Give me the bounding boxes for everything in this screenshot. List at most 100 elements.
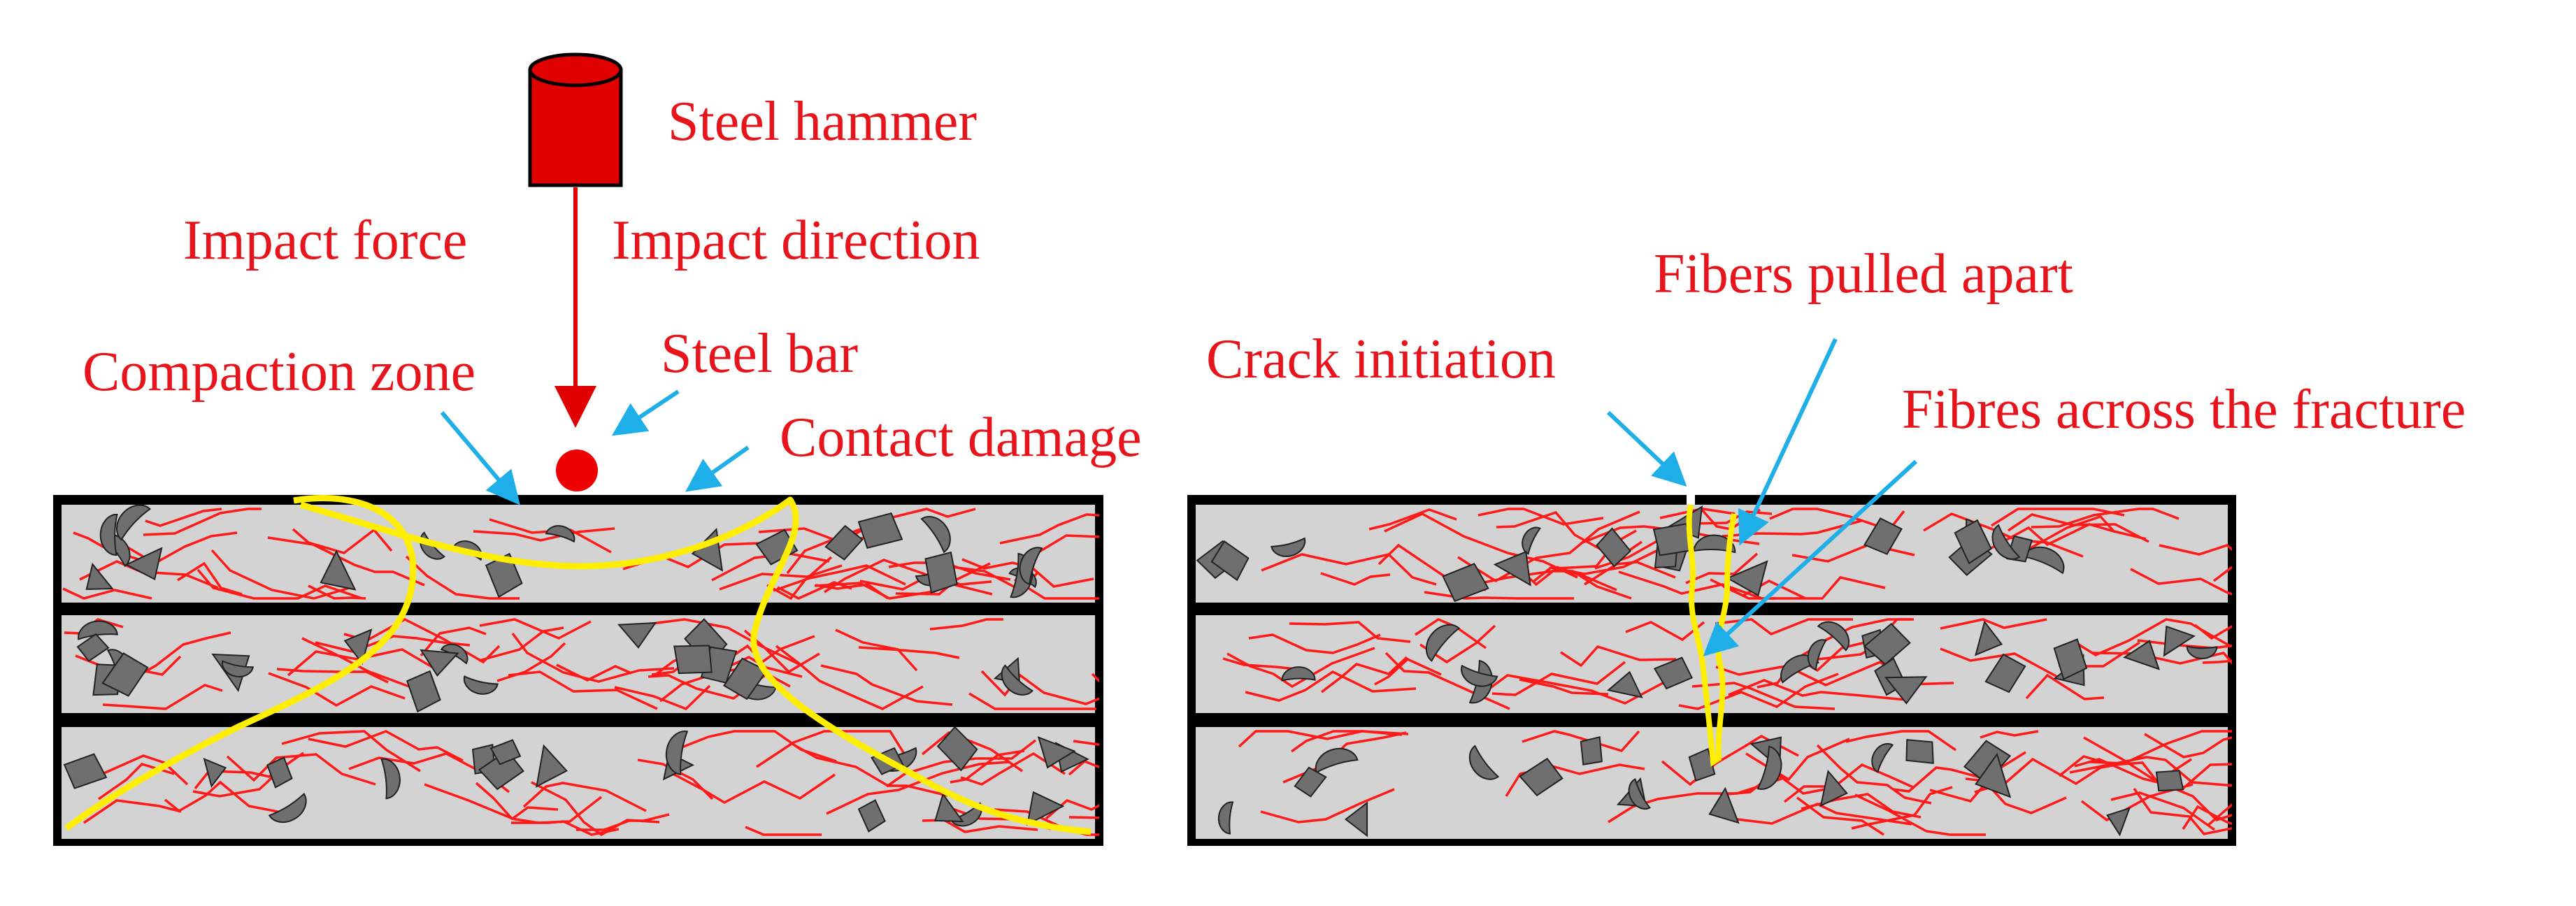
fiber: [614, 684, 711, 711]
fiber: [1068, 816, 1099, 819]
fiber: [496, 642, 566, 682]
aggregate: [936, 726, 978, 772]
fiber: [1892, 766, 1996, 793]
aggregate: [1425, 624, 1461, 662]
aggregate: [1001, 664, 1034, 696]
fiber: [1678, 673, 1839, 710]
aggregate: [1975, 620, 2003, 656]
aggregate: [1037, 736, 1076, 769]
left-layer-2: [62, 615, 1095, 713]
aggregate: [920, 516, 951, 554]
fiber: [292, 528, 393, 554]
aggregate: [320, 549, 357, 591]
fiber: [1374, 657, 1442, 686]
fiber: [287, 648, 440, 677]
aggregate: [1019, 547, 1043, 586]
fiber: [2075, 618, 2232, 656]
fiber: [2025, 673, 2105, 700]
fiber: [1940, 618, 2047, 630]
fiber: [835, 628, 918, 672]
aggregate: [380, 758, 401, 800]
contact-damage-label: Contact damage: [780, 407, 1142, 468]
aggregate: [1905, 739, 1934, 764]
aggregate: [406, 670, 441, 713]
aggregate: [617, 621, 657, 649]
aggregate: [1653, 656, 1694, 690]
aggregate: [1580, 736, 1603, 765]
aggregate: [85, 562, 114, 590]
aggregate: [1756, 745, 1782, 790]
fiber: [508, 670, 658, 710]
crack-initiation-pointer-arrow: [1606, 410, 1687, 487]
fiber: [2069, 756, 2232, 787]
fiber: [2212, 566, 2232, 582]
fiber: [1560, 645, 1677, 668]
aggregate: [1991, 524, 2021, 560]
fiber: [2206, 803, 2232, 827]
fiber: [164, 780, 282, 814]
fiber: [2144, 733, 2232, 758]
fiber: [814, 582, 993, 600]
aggregate: [485, 552, 523, 598]
impact-direction-label: Impact direction: [612, 210, 980, 271]
aggregate: [2155, 770, 2184, 792]
aggregate: [63, 753, 108, 789]
fiber: [1068, 759, 1099, 776]
fiber: [473, 527, 615, 542]
fiber: [745, 826, 822, 836]
fiber: [62, 587, 152, 600]
aggregate: [857, 512, 903, 549]
fiber: [315, 635, 471, 653]
aggregate: [1442, 563, 1489, 603]
fiber: [1014, 578, 1099, 600]
steel-bar-pointer-arrow: [612, 389, 680, 436]
aggregate: [1271, 537, 1306, 557]
steel-hammer-label: Steel hammer: [668, 91, 977, 152]
aggregate: [343, 628, 373, 666]
fiber: [99, 754, 189, 786]
fiber: [420, 626, 487, 657]
fiber: [1991, 508, 2125, 527]
fiber: [2130, 568, 2232, 596]
aggregate: [1817, 621, 1850, 652]
aggregate: [1493, 550, 1531, 587]
aggregate: [857, 799, 886, 833]
fiber: [1854, 793, 1986, 836]
left-damage-outline: [64, 495, 1092, 835]
fiber: [2202, 659, 2232, 664]
fiber: [1685, 552, 1759, 584]
aggregate: [723, 657, 768, 700]
aggregate: [2186, 645, 2218, 660]
fiber: [1415, 618, 1487, 649]
fiber: [921, 731, 1023, 772]
fiber: [1260, 788, 1395, 824]
fiber: [1731, 803, 1912, 826]
steel-bar-icon: [556, 450, 598, 491]
fiber: [1505, 763, 1645, 797]
contact-damage-pointer-arrow: [685, 445, 750, 492]
aggregate: [1726, 560, 1768, 597]
left-specimen: [53, 495, 1103, 846]
aggregate: [268, 792, 307, 824]
fiber: [824, 559, 992, 594]
aggregate: [1984, 653, 2026, 693]
fiber: [719, 564, 843, 591]
aggregate: [1468, 745, 1500, 780]
fiber: [1320, 656, 1408, 693]
fiber: [1457, 510, 1640, 583]
fiber: [1368, 508, 1457, 531]
aggregate: [1884, 676, 1928, 705]
fiber: [177, 561, 243, 596]
fibers-pulled-apart-label: Fibers pulled apart: [1654, 243, 2073, 305]
fiber: [2159, 544, 2232, 556]
aggregate: [1461, 664, 1498, 687]
aggregate: [116, 504, 152, 541]
fiber: [1556, 566, 1632, 600]
aggregate: [1863, 623, 1911, 666]
aggregate: [78, 620, 118, 640]
fiber: [308, 730, 464, 762]
aggregate: [1807, 639, 1827, 671]
fiber: [1248, 633, 1381, 654]
fiber: [960, 752, 1066, 786]
